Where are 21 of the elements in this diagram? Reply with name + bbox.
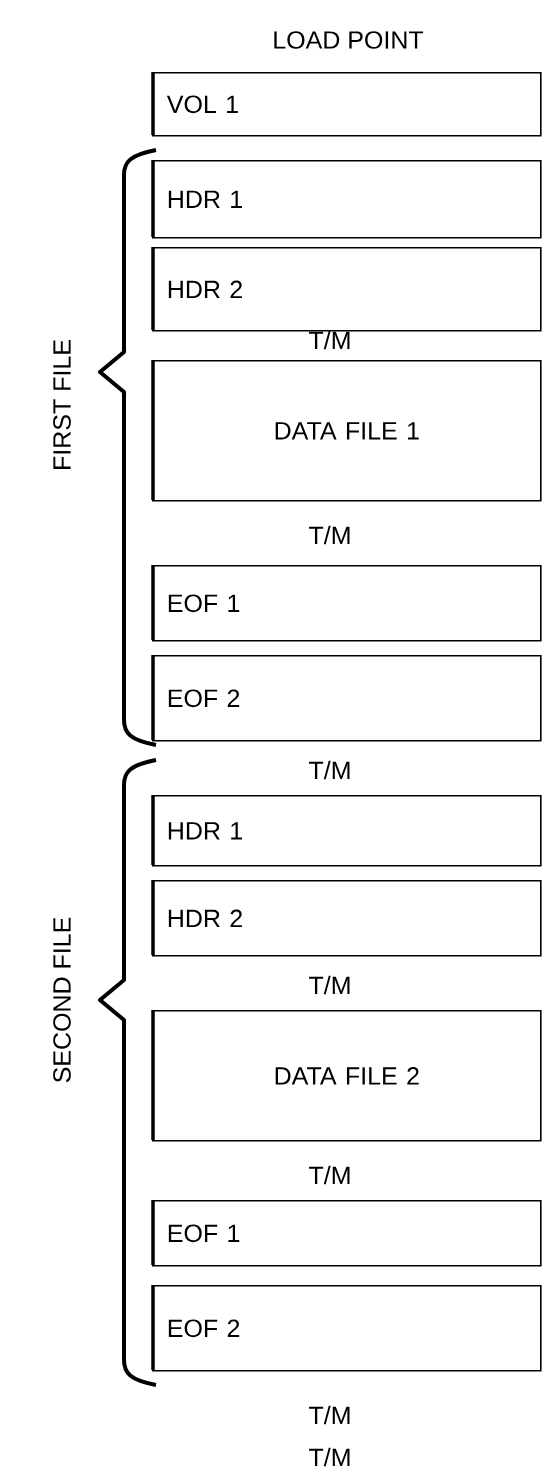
brace-label: FIRST FILE <box>53 340 71 469</box>
record-box: HDR 2 <box>152 247 542 332</box>
record-box: HDR 1 <box>152 795 542 867</box>
record-box: EOF 2 <box>152 655 542 742</box>
record-box: EOF 1 <box>152 565 542 642</box>
record-box: EOF 1 <box>152 1200 542 1267</box>
tape-mark-label: T/M <box>309 1405 350 1425</box>
tape-mark-label: T/M <box>309 1447 350 1467</box>
record-box: HDR 2 <box>152 880 542 957</box>
record-box: DATA FILE 2 <box>152 1010 542 1142</box>
tape-mark-label: T/M <box>309 525 350 545</box>
record-box: HDR 1 <box>152 160 542 239</box>
brace-label: SECOND FILE <box>53 917 71 1083</box>
tape-mark-label: T/M <box>309 975 350 995</box>
record-box: VOL 1 <box>152 72 542 137</box>
record-box: DATA FILE 1 <box>152 360 542 502</box>
tape-mark-label: T/M <box>309 760 350 780</box>
record-box: EOF 2 <box>152 1285 542 1372</box>
heading: LOAD POINT <box>274 31 424 49</box>
tape-mark-label: T/M <box>309 1165 350 1185</box>
tape-mark-label: T/M <box>309 330 350 350</box>
